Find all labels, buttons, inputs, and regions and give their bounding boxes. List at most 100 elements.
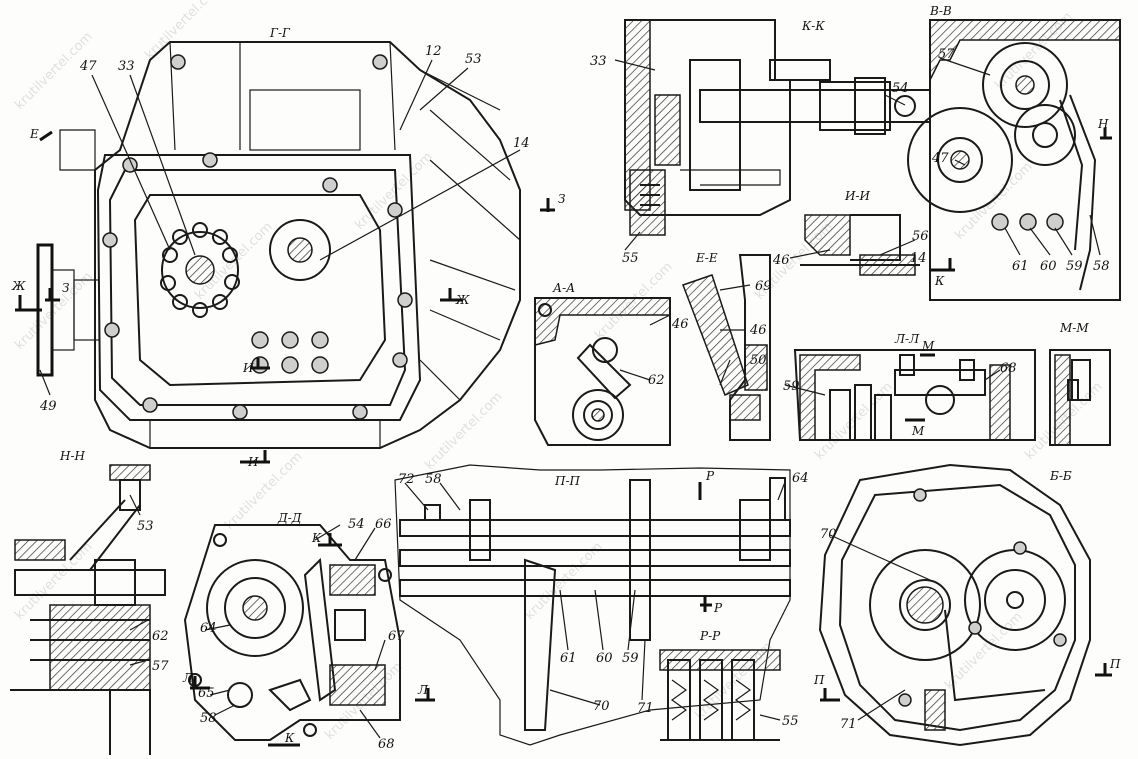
label-57: 57 [938,47,955,62]
marker-i: И [242,361,254,375]
watermark-text: krutilvertel.com [352,149,435,232]
label-58c: 58 [425,472,442,487]
watermark-text: krutilvertel.com [522,539,605,622]
label-71b: 71 [840,717,857,732]
label-70: 70 [593,699,610,714]
marker-e: Е [29,127,39,141]
label-71: 71 [637,701,654,716]
view-mm [1049,349,1111,446]
view-pp [394,464,791,746]
view-aa [534,297,671,446]
section-title-ii: И-И [844,189,871,203]
marker-z2: З [62,281,69,295]
watermark-text: krutilvertel.com [952,159,1035,242]
marker-r2: Р [713,601,723,615]
leader-lines [39,57,1101,739]
marker-k3: К [284,731,295,745]
watermark-text: krutilvertel.com [812,379,895,462]
marker-l: Л [182,671,194,685]
section-titles: Г-Г К-К В-В И-И Е-Е А-А Л-Л М-М Н-Н Д-Д … [59,4,1089,643]
label-64: 64 [200,621,217,636]
section-title-vv: В-В [929,4,952,18]
marker-r: Р [705,469,715,483]
label-57b: 57 [152,659,169,674]
label-60b: 60 [596,651,613,666]
label-54: 54 [892,81,909,96]
section-title-gg: Г-Г [269,26,291,40]
view-nn [10,464,166,755]
label-55b: 55 [782,714,799,729]
label-33b: 33 [590,54,607,69]
section-title-rr: Р-Р [699,629,721,643]
label-46c: 46 [671,317,689,332]
label-58b: 58 [200,711,217,726]
label-49: 49 [39,399,57,414]
label-64b: 64 [792,471,809,486]
label-53: 53 [465,52,482,67]
label-53b: 53 [137,519,154,534]
label-61b: 61 [560,651,577,666]
section-title-nn: Н-Н [59,449,86,463]
watermark-text: krutilvertel.com [142,0,225,63]
marker-z: З [558,192,565,206]
section-title-ll: Л-Л [894,332,920,346]
view-kk [624,19,931,236]
label-14b: 14 [910,251,927,266]
label-67: 67 [388,629,405,644]
marker-i2: И [247,455,259,469]
view-dd [183,524,401,741]
label-66: 66 [375,517,392,532]
label-60: 60 [1040,259,1057,274]
label-68b: 68 [378,737,395,752]
label-59c: 59 [622,651,639,666]
label-61: 61 [1012,259,1029,274]
part-labels: 47 33 12 53 14 49 33 54 55 57 47 46 56 1… [39,44,1110,752]
label-14: 14 [513,136,530,151]
label-47b: 47 [931,151,949,166]
label-46b: 46 [749,323,767,338]
label-68: 68 [1000,361,1017,376]
label-33: 33 [118,59,135,74]
label-65: 65 [198,686,215,701]
section-title-pp: П-П [554,474,581,488]
view-ii [800,214,920,276]
label-72: 72 [398,472,415,487]
label-58: 58 [1093,259,1110,274]
marker-n: Н [1097,117,1109,131]
marker-p: П [813,673,825,687]
section-title-aa: А-А [552,281,575,295]
marker-zh2: Ж [455,293,470,307]
label-59: 59 [1066,259,1083,274]
section-title-mm: М-М [1059,321,1089,335]
section-title-bb: Б-Б [1049,469,1072,483]
section-title-ee: Е-Е [695,251,718,265]
label-62: 62 [648,373,665,388]
marker-m: М [921,339,935,353]
marker-k2: К [311,531,322,545]
view-vv [907,19,1121,301]
view-bb [818,463,1091,747]
view-ll [793,349,1036,441]
marker-k: К [934,274,945,288]
label-55: 55 [622,251,639,266]
marker-m2: М [911,424,925,438]
label-46: 46 [772,253,790,268]
label-70b: 70 [820,527,837,542]
marker-l2: Л [417,683,429,697]
cut-markers [15,128,1112,747]
view-gg-main-housing [36,41,521,449]
label-56: 56 [912,229,929,244]
label-12: 12 [425,44,442,59]
marker-zh: Ж [11,279,26,293]
view-rr [659,649,781,741]
label-59b: 59 [783,379,800,394]
section-title-kk: К-К [801,19,825,33]
view-ee [682,254,771,441]
marker-p2: П [1109,657,1121,671]
label-69: 69 [755,279,772,294]
label-47: 47 [79,59,97,74]
cut-marker-letters: Е З Ж З Ж И И Н К М М К Л Л К Р Р П П [11,117,1121,745]
section-title-dd: Д-Д [277,511,302,525]
